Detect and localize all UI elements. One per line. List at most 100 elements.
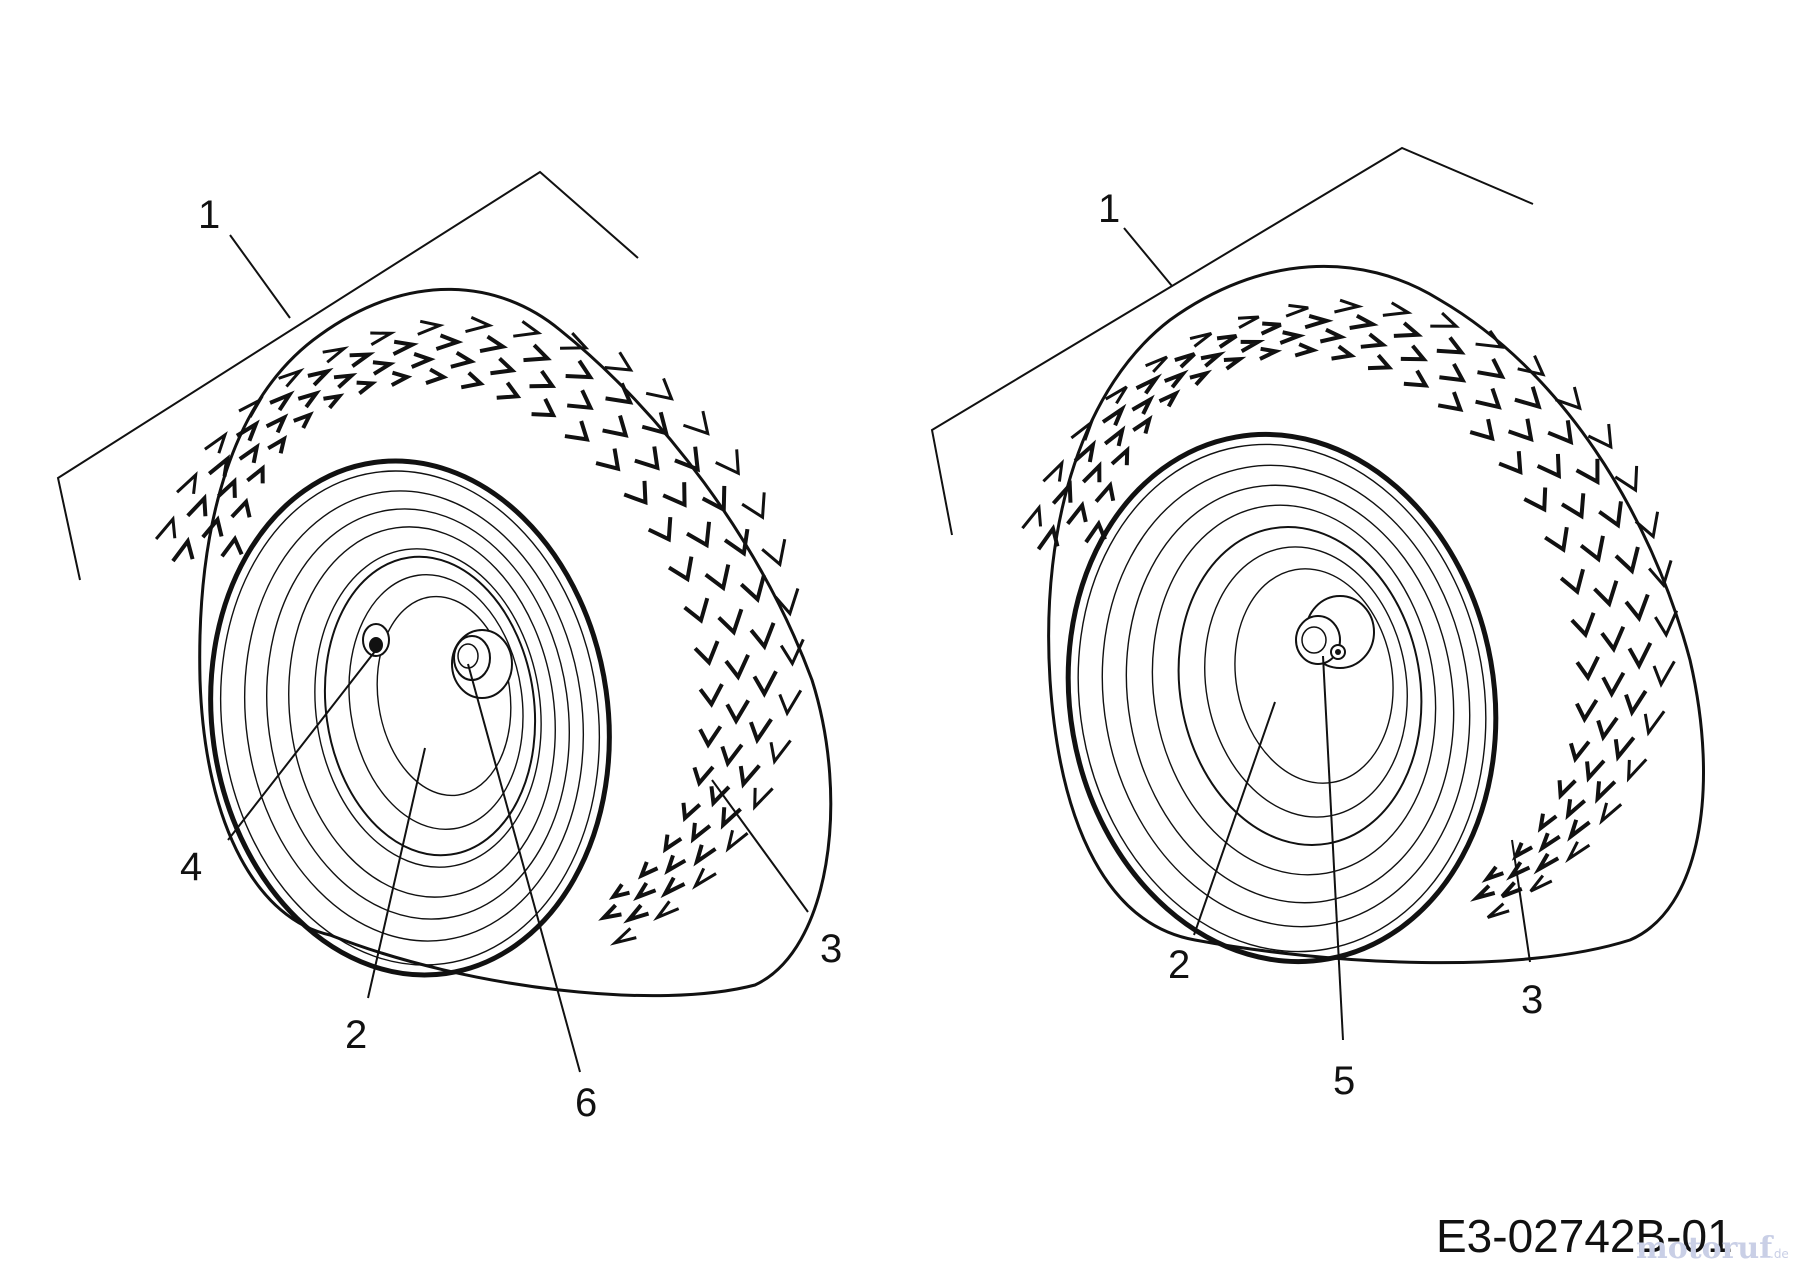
right-callout-1: 1	[1098, 187, 1120, 231]
left-leader-2	[367, 747, 426, 999]
tread-lug	[216, 476, 237, 498]
tread-lug	[171, 536, 195, 563]
tread-lug	[1593, 580, 1619, 608]
tread-lug	[479, 334, 508, 353]
tread-lug	[752, 670, 778, 698]
tread-lug	[220, 534, 244, 558]
svg-text:motoruf: motoruf	[1636, 1231, 1774, 1266]
tread-lug	[1579, 535, 1605, 563]
tread-lug	[1567, 819, 1591, 842]
tread-lug	[608, 883, 630, 900]
tread-lug	[465, 316, 494, 333]
tread-lug	[664, 854, 687, 876]
tread-lug	[293, 411, 314, 429]
tread-lug	[1070, 418, 1095, 441]
tread-lug	[1260, 321, 1282, 336]
tread-lug	[698, 683, 724, 708]
left-leader-6	[467, 663, 581, 1073]
tread-lug	[1403, 369, 1430, 388]
tread-lug	[1131, 394, 1155, 415]
tread-lug	[1529, 874, 1553, 893]
right-valve-stem	[1330, 644, 1346, 660]
tread-lug	[1626, 758, 1648, 783]
left-callout-2: 2	[345, 1013, 367, 1057]
tread-lug	[1547, 420, 1574, 446]
tread-lug	[1439, 363, 1467, 383]
tread-lug	[709, 785, 731, 808]
tread-lug	[356, 380, 378, 396]
tread-lug	[647, 517, 673, 543]
tread-lug	[1517, 355, 1546, 377]
left-leader-4	[227, 649, 377, 841]
tread-lug	[604, 351, 634, 372]
tread-lug	[692, 765, 715, 787]
tread-lug	[720, 743, 744, 768]
tread-lug	[778, 689, 803, 717]
tread-lug	[523, 343, 552, 363]
svg-text:.de: .de	[1770, 1247, 1789, 1261]
tread-lug	[1475, 329, 1505, 349]
tread-lug	[246, 464, 265, 484]
tread-lug	[1500, 881, 1523, 899]
tread-lug	[605, 382, 634, 405]
tread-lug	[720, 807, 742, 830]
tread-lug	[1559, 568, 1585, 596]
tread-lug	[1349, 314, 1379, 330]
tread-lug	[645, 377, 674, 401]
tread-lug	[1132, 414, 1153, 435]
tread-lug	[738, 764, 761, 789]
tread-lug	[425, 367, 449, 385]
tread-lug	[238, 442, 260, 464]
tread-lug	[565, 359, 594, 380]
tread-lug	[1477, 358, 1506, 380]
tread-lug	[1627, 642, 1653, 670]
tread-lug	[1575, 655, 1600, 682]
tread-lug	[1189, 369, 1213, 387]
tread-lug	[717, 608, 744, 636]
left-wheel-assembly: 1 4 2 6 3	[56, 170, 842, 1125]
tread-lug	[1042, 459, 1064, 483]
right-leader-5	[1322, 655, 1344, 1041]
left-rim-bead	[208, 458, 612, 978]
tread-lug	[1557, 779, 1577, 800]
left-callout-6: 6	[575, 1081, 597, 1125]
tread-lug	[1334, 298, 1364, 314]
tread-lug	[1393, 321, 1424, 338]
tread-lug	[267, 435, 288, 454]
tread-lug	[701, 485, 727, 513]
left-callout-1: 1	[198, 193, 220, 237]
tread-lug	[761, 538, 787, 568]
tread-lug	[1587, 423, 1613, 450]
tread-lug	[1437, 391, 1464, 412]
tread-lug	[682, 410, 710, 436]
tread-lug	[667, 556, 694, 583]
tread-lug	[529, 369, 557, 389]
tread-lug	[1285, 303, 1309, 318]
tread-lug	[698, 725, 723, 749]
tread-lug	[641, 411, 669, 436]
tread-lug	[693, 640, 720, 666]
tread-lug	[322, 346, 350, 364]
tread-lug	[725, 829, 749, 853]
tread-lug	[1595, 780, 1617, 804]
tread-lug	[1613, 736, 1636, 762]
tread-lug	[660, 876, 686, 899]
tread-lug	[1568, 740, 1591, 764]
watermark-logo: motoruf .de	[1636, 1231, 1789, 1266]
right-tire	[1047, 264, 1705, 965]
tread-lug	[1367, 353, 1394, 371]
right-tire-tread	[1021, 298, 1679, 919]
tread-lug	[1145, 355, 1169, 373]
tread-lug	[609, 927, 637, 946]
tread-lug	[739, 574, 766, 603]
tread-lug	[1101, 403, 1127, 427]
tread-lug	[278, 367, 305, 388]
tread-lug	[1294, 342, 1319, 358]
tread-lug	[450, 350, 477, 369]
right-callout-5: 5	[1333, 1059, 1355, 1103]
tread-lug	[370, 331, 397, 346]
tread-lug	[1538, 832, 1561, 854]
tread-lug	[1382, 301, 1413, 317]
tread-lug	[595, 448, 621, 472]
